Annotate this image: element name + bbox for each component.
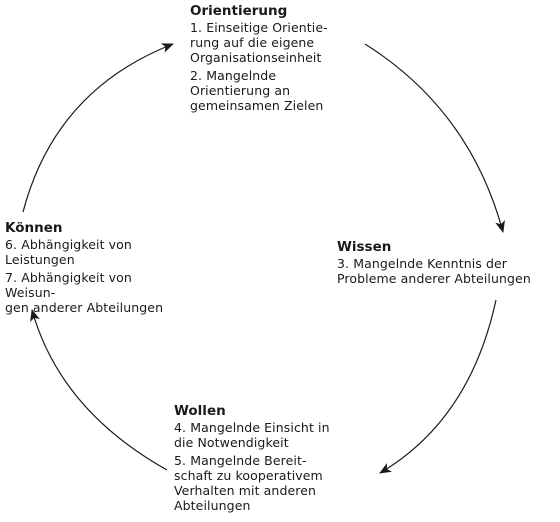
node-item: 6. Abhängigkeit von Leistungen	[5, 237, 132, 267]
node-wissen: Wissen 3. Mangelnde Kenntnis der Problem…	[337, 239, 552, 289]
node-item: 3. Mangelnde Kenntnis der Probleme ander…	[337, 256, 531, 286]
node-title: Wollen	[174, 403, 226, 419]
node-item: 5. Mangelnde Bereit- schaft zu kooperati…	[174, 453, 323, 513]
node-orientierung: Orientierung 1. Einseitige Orientie- run…	[190, 3, 360, 116]
node-title: Orientierung	[190, 3, 288, 19]
node-title: Können	[5, 220, 63, 236]
arrow-wollen-to-koennen	[30, 309, 168, 471]
node-item: 2. Mangelnde Orientierung an gemeinsamen…	[190, 68, 324, 113]
arrow-koennen-to-orientierung	[22, 43, 174, 213]
node-item: 1. Einseitige Orientie- rung auf die eig…	[190, 20, 328, 65]
arrow-orientierung-to-wissen	[364, 43, 505, 233]
node-item: 4. Mangelnde Einsicht in die Notwendigke…	[174, 420, 330, 450]
arrow-wissen-to-wollen	[379, 299, 497, 474]
node-wollen: Wollen 4. Mangelnde Einsicht in die Notw…	[174, 403, 359, 516]
node-title: Wissen	[337, 239, 392, 255]
node-koennen: Können 6. Abhängigkeit von Leistungen 7.…	[5, 220, 175, 318]
node-item: 7. Abhängigkeit von Weisun- gen anderer …	[5, 270, 164, 315]
